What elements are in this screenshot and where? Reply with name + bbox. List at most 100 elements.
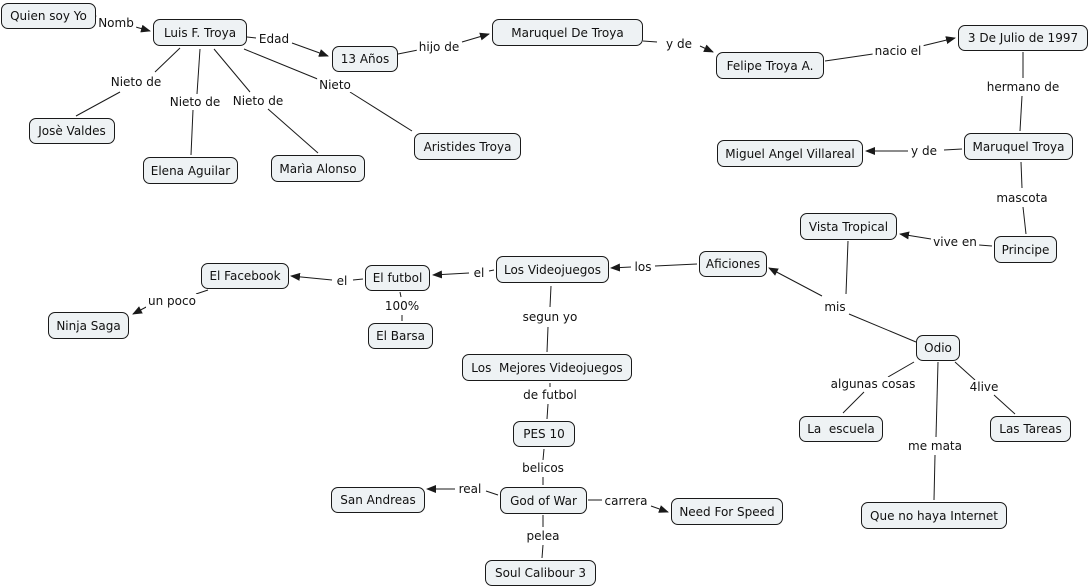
link-line-mis — [845, 240, 849, 295]
link-line-real — [485, 490, 499, 496]
link-line-nieto — [349, 91, 413, 132]
concept-node-gow[interactable]: God of War — [500, 487, 587, 514]
concept-node-luis[interactable]: Luis F. Troya — [153, 19, 247, 46]
link-label-nieto-de-1[interactable]: Nieto de — [108, 75, 164, 89]
link-line-carrera — [650, 505, 669, 513]
concept-node-facebook[interactable]: El Facebook — [201, 263, 289, 289]
link-label-hermano-de[interactable]: hermano de — [984, 80, 1062, 94]
link-label-nomb[interactable]: Nomb — [96, 16, 136, 30]
link-label-algunas-cosas[interactable]: algunas cosas — [828, 377, 918, 391]
link-label-un-poco[interactable]: un poco — [146, 294, 198, 308]
link-line-y-de-1 — [642, 40, 658, 43]
link-line-pct — [399, 291, 402, 298]
link-label-los[interactable]: los — [632, 260, 654, 274]
concept-node-maruquel[interactable]: Maruquel Troya — [964, 133, 1073, 160]
concept-node-maruquel-de[interactable]: Maruquel De Troya — [492, 19, 643, 46]
link-label-belicos[interactable]: belicos — [520, 461, 566, 475]
link-label-pct[interactable]: 100% — [382, 299, 422, 313]
link-line-hermano-de — [1019, 95, 1023, 132]
concept-node-fecha[interactable]: 3 De Julio de 1997 — [958, 25, 1088, 51]
link-label-de-futbol[interactable]: de futbol — [521, 388, 579, 402]
link-line-nieto-de-3 — [213, 48, 251, 93]
concept-node-nfs[interactable]: Need For Speed — [671, 498, 783, 525]
link-line-me-mata — [933, 454, 936, 501]
concept-node-mejores[interactable]: Los Mejores Videojuegos — [462, 354, 632, 381]
link-line-nacio-el — [921, 36, 956, 47]
concept-node-internet[interactable]: Que no haya Internet — [861, 502, 1007, 529]
link-line-mascota — [1020, 161, 1023, 189]
link-label-nacio-el[interactable]: nacio el — [872, 44, 924, 58]
concept-node-felipe[interactable]: Felipe Troya A. — [716, 52, 824, 79]
link-line-pelea — [541, 544, 544, 559]
link-line-algunas-cosas — [842, 391, 865, 414]
link-line-nieto-de-2 — [196, 48, 201, 95]
link-line-y-de-2 — [943, 148, 963, 151]
concept-node-escuela[interactable]: La escuela — [799, 416, 883, 442]
link-label-4live[interactable]: 4live — [967, 380, 1001, 394]
concept-node-ninja[interactable]: Ninja Saga — [48, 312, 129, 339]
concept-node-odio[interactable]: Odio — [916, 335, 960, 361]
concept-node-futbol[interactable]: El futbol — [365, 265, 430, 291]
link-line-edad — [246, 36, 257, 39]
link-line-de-futbol — [546, 403, 549, 420]
concept-node-elena[interactable]: Elena Aguilar — [143, 157, 238, 184]
concept-node-vista[interactable]: Vista Tropical — [800, 213, 897, 240]
link-label-nieto[interactable]: Nieto — [317, 78, 353, 92]
link-label-edad[interactable]: Edad — [256, 32, 292, 46]
link-line-nieto-de-2 — [190, 109, 194, 156]
link-line-nieto-de-1 — [154, 47, 181, 73]
link-label-nieto-de-2[interactable]: Nieto de — [167, 95, 223, 109]
concept-node-miguel[interactable]: Miguel Angel Villareal — [717, 140, 863, 167]
link-label-el-2[interactable]: el — [334, 274, 350, 288]
link-label-y-de-1[interactable]: y de — [664, 37, 694, 51]
concept-node-barsa[interactable]: El Barsa — [368, 323, 433, 349]
link-label-el-1[interactable]: el — [471, 266, 487, 280]
link-line-vive-en — [899, 231, 932, 240]
link-line-segun-yo — [549, 285, 552, 308]
link-line-edad — [291, 42, 329, 57]
link-line-el-1 — [432, 270, 470, 279]
link-line-el-2 — [290, 272, 333, 281]
concept-node-videojuegos[interactable]: Los Videojuegos — [496, 256, 609, 283]
link-label-y-de-2[interactable]: y de — [909, 144, 939, 158]
concept-node-anos[interactable]: 13 Años — [332, 46, 398, 72]
link-line-los — [654, 263, 698, 267]
link-label-nieto-de-3[interactable]: Nieto de — [230, 94, 286, 108]
link-line-hijo-de — [397, 49, 419, 55]
link-line-belicos — [542, 448, 545, 461]
link-line-y-de-1 — [699, 44, 714, 53]
concept-node-tareas[interactable]: Las Tareas — [990, 416, 1071, 442]
concept-node-principe[interactable]: Principe — [994, 236, 1057, 263]
link-label-segun-yo[interactable]: segun yo — [520, 310, 580, 324]
link-label-me-mata[interactable]: me mata — [906, 439, 964, 453]
link-label-hijo-de[interactable]: hijo de — [416, 40, 462, 54]
link-line-los — [610, 263, 632, 272]
concept-node-quien[interactable]: Quien soy Yo — [1, 3, 96, 29]
concept-node-soul[interactable]: Soul Calibour 3 — [485, 560, 596, 586]
link-label-vive-en[interactable]: vive en — [931, 235, 979, 249]
link-label-real[interactable]: real — [456, 482, 484, 496]
link-label-mis[interactable]: mis — [822, 300, 848, 314]
link-line-me-mata — [935, 361, 939, 438]
link-line-nieto-de-1 — [75, 91, 121, 117]
link-line-mis — [848, 313, 917, 343]
link-label-mascota[interactable]: mascota — [994, 191, 1050, 205]
link-line-nacio-el — [824, 53, 874, 62]
link-line-4live — [993, 394, 1016, 415]
concept-node-pes[interactable]: PES 10 — [513, 421, 575, 447]
link-line-vive-en — [978, 244, 993, 247]
concept-node-aristides[interactable]: Aristides Troya — [414, 133, 521, 160]
link-line-mascota — [1022, 206, 1027, 235]
link-line-hijo-de — [461, 32, 490, 43]
link-label-pelea[interactable]: pelea — [524, 529, 562, 543]
link-line-segun-yo — [546, 326, 549, 353]
link-line-un-poco — [195, 289, 209, 295]
concept-node-sanandreas[interactable]: San Andreas — [331, 487, 425, 513]
link-label-carrera[interactable]: carrera — [602, 494, 650, 508]
concept-node-jose[interactable]: Josè Valdes — [29, 118, 115, 144]
link-line-nieto-de-3 — [267, 108, 319, 154]
link-line-el-2 — [352, 278, 364, 281]
concept-node-maria[interactable]: Marìa Alonso — [271, 155, 365, 182]
concept-node-aficiones[interactable]: Aficiones — [699, 251, 767, 277]
